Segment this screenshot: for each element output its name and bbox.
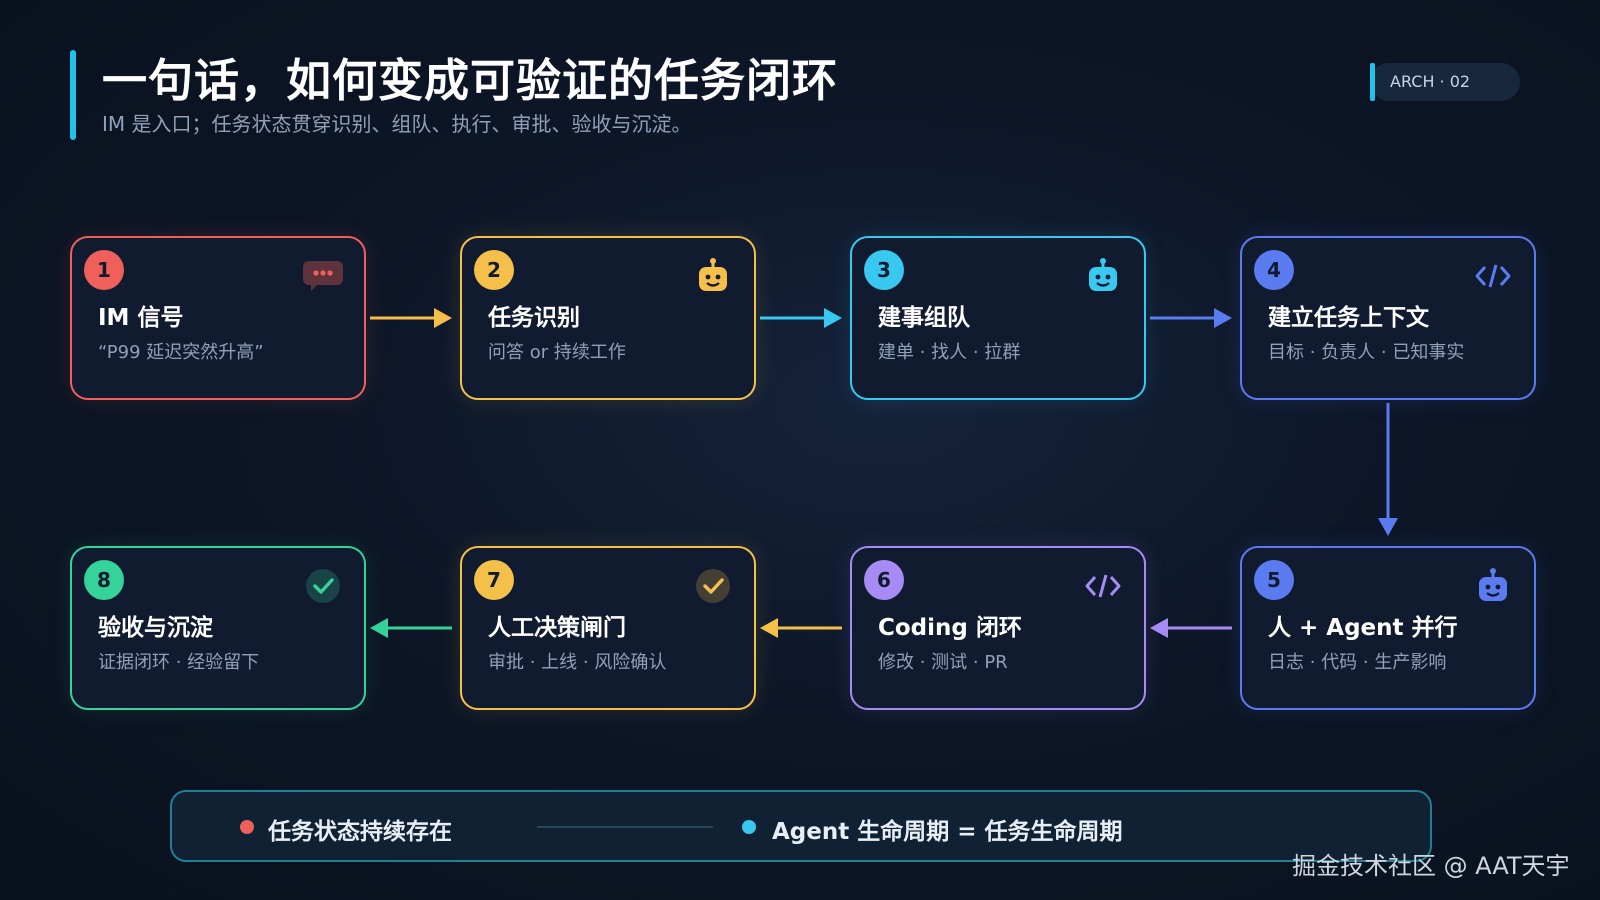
step-description: 建单 · 找人 · 拉群	[878, 342, 1021, 363]
step-card-6: 6 Coding 闭环 修改 · 测试 · PR	[850, 546, 1146, 710]
step-number-badge: 6	[864, 560, 904, 600]
step-description: 日志 · 代码 · 生产影响	[1268, 652, 1447, 673]
step-card-2: 2 任务识别 问答 or 持续工作	[460, 236, 756, 400]
chat-icon	[302, 258, 344, 294]
step-title: Coding 闭环	[878, 615, 1022, 641]
step-number-badge: 2	[474, 250, 514, 290]
check-icon	[302, 568, 344, 604]
step-title: 人 + Agent 并行	[1268, 615, 1458, 641]
robot-icon	[1082, 258, 1124, 294]
arrow-4-to-5	[1378, 403, 1398, 536]
page-subtitle: IM 是入口；任务状态贯穿识别、组队、执行、审批、验收与沉淀。	[102, 112, 692, 136]
section-tag-label: ARCH · 02	[1390, 72, 1471, 91]
step-title: 人工决策闸门	[488, 615, 626, 641]
step-card-1: 1 IM 信号 “P99 延迟突然升高”	[70, 236, 366, 400]
step-description: 问答 or 持续工作	[488, 342, 626, 363]
step-number-badge: 3	[864, 250, 904, 290]
step-number-badge: 4	[1254, 250, 1294, 290]
lifecycle-dot-icon	[742, 820, 756, 834]
robot-icon	[692, 258, 734, 294]
step-title: 建事组队	[878, 305, 970, 331]
step-card-8: 8 验收与沉淀 证据闭环 · 经验留下	[70, 546, 366, 710]
check-icon	[692, 568, 734, 604]
arrow-2-to-3	[760, 308, 842, 328]
footer-left-text: 任务状态持续存在	[268, 819, 452, 845]
step-number-badge: 7	[474, 560, 514, 600]
arrow-7-to-8	[370, 618, 452, 638]
state-dot-icon	[240, 820, 254, 834]
footer-summary-bar: 任务状态持续存在 Agent 生命周期 = 任务生命周期	[170, 790, 1432, 862]
step-card-4: 4 建立任务上下文 目标 · 负责人 · 已知事实	[1240, 236, 1536, 400]
arrow-1-to-2	[370, 308, 452, 328]
step-description: “P99 延迟突然升高”	[98, 342, 264, 363]
header-accent-bar	[70, 50, 76, 140]
section-tag	[1370, 63, 1520, 101]
watermark: 掘金技术社区 @ AAT天宇	[1292, 852, 1570, 880]
arrow-5-to-6	[1150, 618, 1232, 638]
step-title: 验收与沉淀	[98, 615, 213, 641]
step-card-7: 7 人工决策闸门 审批 · 上线 · 风险确认	[460, 546, 756, 710]
arrow-6-to-7	[760, 618, 842, 638]
code-icon	[1082, 568, 1124, 604]
code-icon	[1472, 258, 1514, 294]
step-card-3: 3 建事组队 建单 · 找人 · 拉群	[850, 236, 1146, 400]
step-card-5: 5 人 + Agent 并行 日志 · 代码 · 生产影响	[1240, 546, 1536, 710]
step-description: 审批 · 上线 · 风险确认	[488, 652, 667, 673]
step-title: 建立任务上下文	[1268, 305, 1429, 331]
arrow-3-to-4	[1150, 308, 1232, 328]
section-tag-accent	[1370, 63, 1375, 101]
step-description: 修改 · 测试 · PR	[878, 652, 1008, 673]
step-number-badge: 1	[84, 250, 124, 290]
step-number-badge: 5	[1254, 560, 1294, 600]
footer-right-text: Agent 生命周期 = 任务生命周期	[772, 819, 1123, 845]
step-title: 任务识别	[488, 305, 580, 331]
step-title: IM 信号	[98, 305, 184, 331]
robot-icon	[1472, 568, 1514, 604]
step-description: 证据闭环 · 经验留下	[98, 652, 260, 673]
footer-divider	[537, 826, 713, 828]
step-description: 目标 · 负责人 · 已知事实	[1268, 342, 1465, 363]
step-number-badge: 8	[84, 560, 124, 600]
page-title: 一句话，如何变成可验证的任务闭环	[102, 54, 839, 107]
